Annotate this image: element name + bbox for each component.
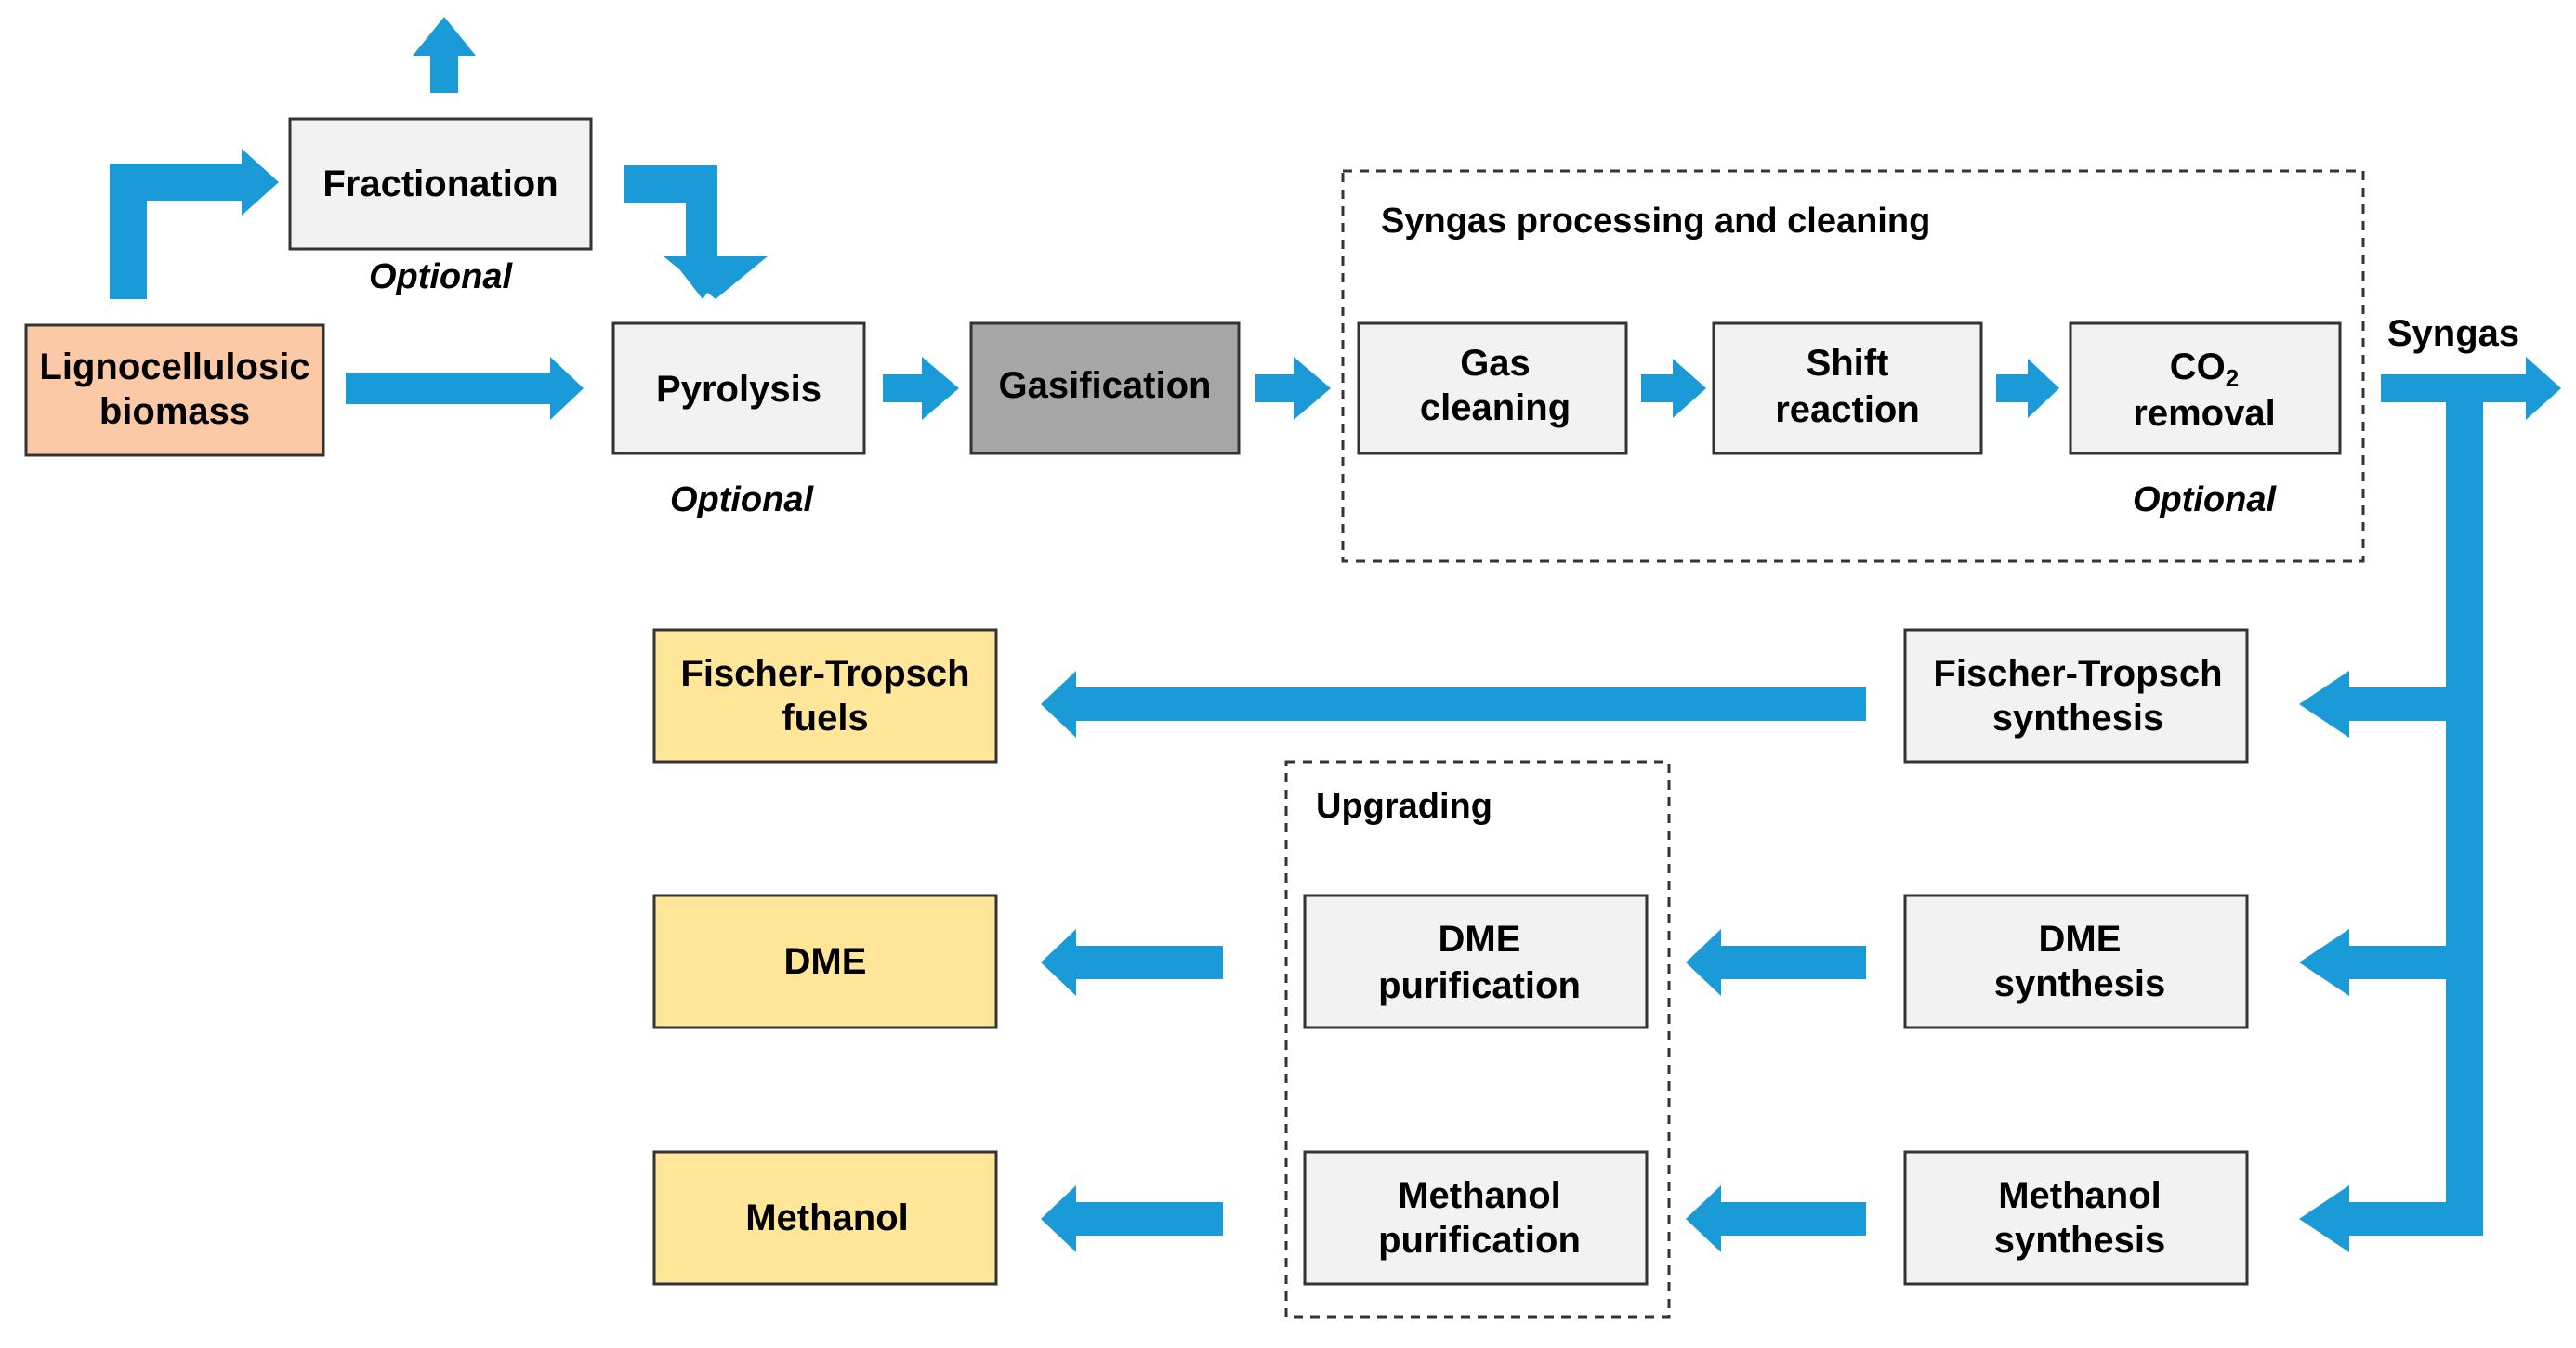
box-dme-purification: DME purification: [1303, 894, 1649, 1029]
arrow-to-methanol-synthesis: [2299, 1185, 2479, 1252]
arrow-dme-purification-to-product: [1041, 929, 1223, 996]
optional-pyrolysis-label: Optional: [670, 480, 815, 519]
arrow-methanol-purification-to-product: [1041, 1185, 1223, 1252]
box-ft-fuels: Fischer-Tropsch fuels: [652, 628, 998, 764]
arrow-fractionation-up: [413, 17, 476, 93]
arrow-pyrolysis-to-gasification: [883, 357, 959, 420]
box-fractionation: Fractionation: [288, 117, 593, 251]
syngas-label: Syngas: [2387, 313, 2519, 354]
box-dme-synthesis-line1: DME: [2039, 919, 2122, 960]
box-shift-reaction-line2: reaction: [1775, 389, 1920, 430]
box-ft-fuels-line1: Fischer-Tropsch: [680, 653, 969, 694]
box-dme-purification-line2: purification: [1378, 965, 1581, 1006]
box-gasification-label: Gasification: [999, 365, 1212, 406]
optional-fractionation-label: Optional: [369, 257, 514, 296]
arrow-dme-synthesis-to-purification: [1686, 929, 1866, 996]
box-pyrolysis: Pyrolysis: [611, 321, 866, 455]
box-methanol-product: Methanol: [652, 1150, 998, 1286]
box-ft-synthesis-line1: Fischer-Tropsch: [1933, 653, 2222, 694]
box-methanol-synthesis-line2: synthesis: [1994, 1220, 2166, 1261]
box-shift-reaction-line1: Shift: [1807, 343, 1889, 384]
arrow-ft-synthesis-to-fuels: [1041, 671, 1866, 738]
box-co2-removal: CO2 removal: [2069, 321, 2342, 455]
box-methanol-product-label: Methanol: [745, 1197, 909, 1238]
arrow-to-dme-synthesis: [2299, 929, 2479, 996]
arrow-biomass-to-fractionation: [110, 149, 279, 299]
box-gas-cleaning-line1: Gas: [1460, 343, 1531, 384]
box-methanol-purification-line2: purification: [1378, 1220, 1581, 1261]
box-dme-synthesis-line2: synthesis: [1994, 963, 2166, 1004]
box-co2-removal-line1: CO2: [2170, 347, 2239, 392]
flow-arrows: [110, 17, 2561, 1252]
co2-main: CO: [2170, 347, 2226, 387]
optional-co2-label: Optional: [2133, 480, 2278, 519]
arrow-gascleaning-to-shift: [1641, 359, 1706, 418]
arrow-gasification-to-gascleaning: [1255, 357, 1331, 420]
box-pyrolysis-label: Pyrolysis: [656, 369, 821, 410]
arrow-methanol-synthesis-to-purification: [1686, 1185, 1866, 1252]
box-ft-synthesis: Fischer-Tropsch synthesis: [1903, 628, 2249, 764]
box-gas-cleaning-line2: cleaning: [1420, 387, 1571, 428]
arrow-shift-to-co2: [1996, 359, 2059, 418]
upgrading-group: [1284, 760, 1671, 1319]
box-co2-removal-line2: removal: [2133, 393, 2275, 434]
box-fractionation-label: Fractionation: [322, 164, 558, 204]
box-methanol-purification-line1: Methanol: [1398, 1175, 1561, 1216]
box-ft-fuels-line2: fuels: [782, 698, 868, 739]
box-gas-cleaning: Gas cleaning: [1357, 321, 1628, 455]
box-dme-product-label: DME: [784, 941, 867, 982]
co2-subscript: 2: [2226, 364, 2239, 392]
upgrading-title: Upgrading: [1316, 787, 1492, 826]
box-dme-synthesis: DME synthesis: [1903, 894, 2249, 1029]
box-biomass-line1: Lignocellulosic: [39, 347, 309, 387]
box-dme-product: DME: [652, 894, 998, 1029]
syngas-trunk: [2446, 388, 2483, 1236]
arrow-biomass-to-pyrolysis: [346, 357, 584, 420]
arrow-fractionation-to-pyrolysis-head: [664, 256, 768, 299]
box-dme-purification-line1: DME: [1439, 919, 1521, 960]
box-gasification: Gasification: [969, 321, 1241, 455]
box-ft-synthesis-line2: synthesis: [1992, 698, 2164, 739]
syngas-processing-group: [1341, 169, 2365, 563]
box-methanol-synthesis-line1: Methanol: [1998, 1175, 2162, 1216]
box-methanol-synthesis: Methanol synthesis: [1903, 1150, 2249, 1286]
box-biomass: Lignocellulosic biomass: [24, 323, 325, 457]
box-biomass-line2: biomass: [99, 391, 250, 432]
syngas-processing-title: Syngas processing and cleaning: [1381, 202, 1930, 241]
box-shift-reaction: Shift reaction: [1712, 321, 1983, 455]
arrow-to-ft-synthesis: [2299, 671, 2479, 738]
box-methanol-purification: Methanol purification: [1303, 1150, 1649, 1286]
